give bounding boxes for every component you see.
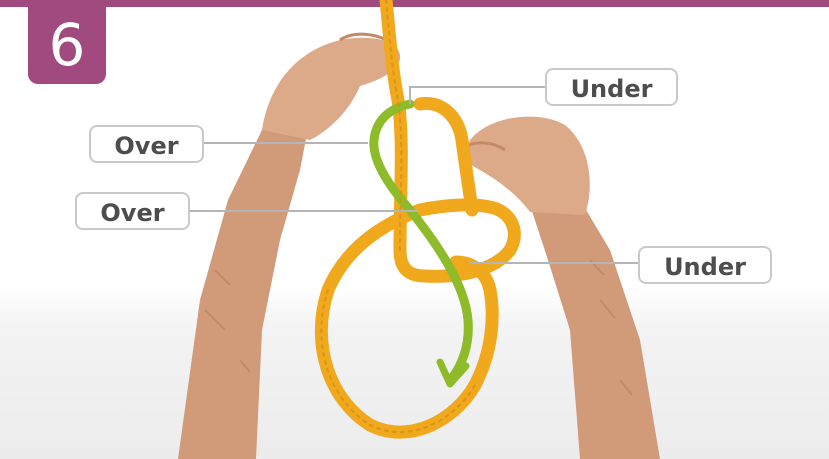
step-number-badge: 6 <box>28 7 106 84</box>
callout-over-top: Over <box>89 125 204 163</box>
callout-under-top: Under <box>545 68 678 106</box>
callout-under-right: Under <box>638 246 772 284</box>
callout-over-middle: Over <box>75 192 190 230</box>
